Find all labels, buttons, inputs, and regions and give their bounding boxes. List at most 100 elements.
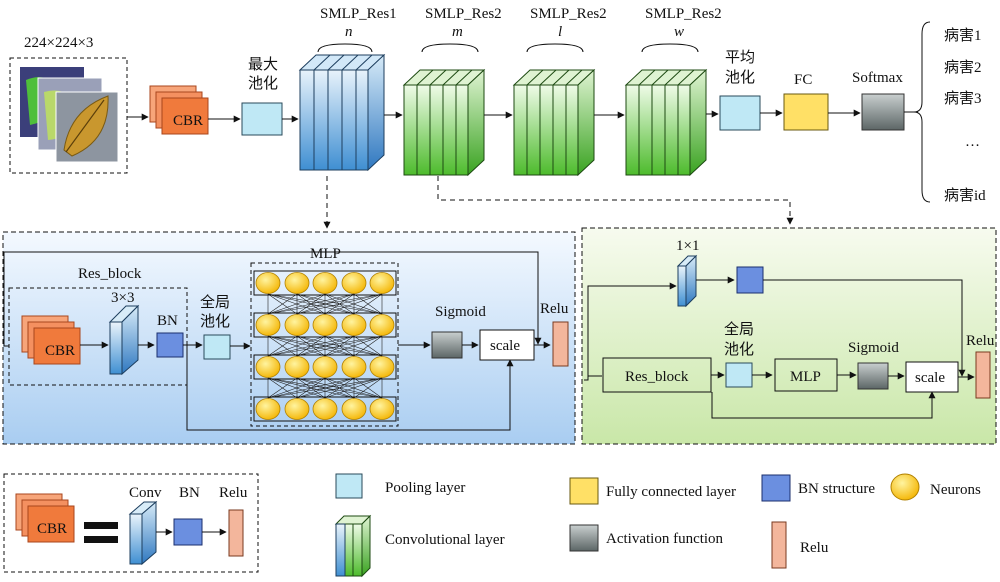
- left-sigmoid-box: [431, 331, 463, 359]
- left-sigmoid-label: Sigmoid: [435, 304, 486, 320]
- connector-stage2-detail: [437, 176, 794, 225]
- left-relu-box: [552, 321, 569, 367]
- legend-relu-item-label: Relu: [800, 540, 829, 556]
- legend-pooling-label: Pooling layer: [385, 480, 465, 496]
- left-cbr-label: CBR: [45, 343, 75, 359]
- legend-fc-swatch: [569, 477, 599, 505]
- stage2-block: [402, 68, 486, 177]
- legend-cbr-label: CBR: [37, 521, 67, 537]
- legend-bn-box: [173, 518, 203, 546]
- right-res-block-label: Res_block: [625, 369, 689, 385]
- output-class-id: 病害id: [944, 187, 986, 204]
- mlp-connection: [353, 293, 383, 315]
- mlp-neuron: [255, 356, 281, 378]
- legend-equals-icon: [84, 522, 118, 543]
- mlp-connection: [267, 293, 383, 315]
- left-conv-layer: [108, 304, 140, 376]
- stage3-name: SMLP_Res2: [530, 6, 607, 22]
- mlp-connection: [296, 335, 383, 357]
- maxpool-label-1: 最大: [248, 56, 278, 73]
- mlp-neuron: [341, 356, 367, 378]
- stage4-count: w: [674, 24, 684, 40]
- left-bn-label: BN: [157, 313, 178, 329]
- left-detail-panel: Res_block CBR 3×3 BN 全局 池化 MLP: [2, 231, 576, 445]
- stage2-name: SMLP_Res2: [425, 6, 502, 22]
- legend-cbr-frame: [3, 473, 259, 573]
- fc-box: [783, 93, 829, 131]
- mlp-connection: [353, 335, 383, 357]
- stage4-block: [624, 68, 708, 177]
- mlp-connection: [267, 335, 383, 357]
- mlp-connection: [324, 293, 383, 315]
- mlp-connection: [267, 335, 326, 357]
- mlp-neuron: [255, 398, 281, 420]
- right-shortcut-in: [584, 285, 676, 381]
- right-bn-box: [736, 266, 764, 294]
- right-gap-box: [725, 362, 753, 388]
- mlp-connection: [353, 377, 383, 399]
- cbr-label-top: CBR: [173, 113, 203, 129]
- mlp-neuron: [369, 314, 395, 336]
- mlp-connection: [267, 335, 298, 357]
- legend-convolutional-label: Convolutional layer: [385, 532, 505, 548]
- mlp-network: [253, 270, 397, 422]
- left-gap-label-1: 全局: [200, 293, 230, 311]
- mlp-connection: [267, 377, 355, 399]
- mlp-connection: [267, 293, 298, 315]
- mlp-connection: [296, 293, 383, 315]
- left-cbr-block: CBR: [21, 315, 81, 365]
- legend-fc-label: Fully connected layer: [606, 484, 736, 500]
- stage1-brace: [317, 43, 373, 53]
- avgpool-block: 平均 池化: [719, 49, 761, 131]
- left-scale-box: [479, 329, 535, 361]
- stage1-count: n: [345, 24, 353, 40]
- right-kernel-label: 1×1: [676, 238, 699, 254]
- avgpool-box: [719, 95, 761, 131]
- mlp-connection: [267, 293, 326, 315]
- left-scale-label: scale: [490, 338, 520, 354]
- stage1-name: SMLP_Res1: [320, 6, 397, 22]
- mlp-connection: [267, 335, 355, 357]
- legend-activation-swatch: [569, 524, 599, 552]
- right-relu-box: [975, 351, 991, 399]
- maxpool-block: 最大 池化: [241, 56, 283, 136]
- softmax-block: Softmax: [852, 70, 905, 131]
- right-detail-panel: 1×1 Res_block 全局 池化 MLP Sigmoid: [581, 227, 997, 445]
- right-shortcut-out: [763, 279, 963, 370]
- input-frame: [9, 57, 128, 174]
- mlp-connection: [296, 377, 383, 399]
- mlp-connection: [267, 377, 298, 399]
- mlp-connection: [324, 377, 383, 399]
- mlp-neuron: [341, 272, 367, 294]
- softmax-label: Softmax: [852, 70, 903, 86]
- mlp-layer: [253, 396, 397, 422]
- legend-bn-label: BN: [179, 485, 200, 501]
- avgpool-label-1: 平均: [725, 49, 755, 66]
- stage3-brace: [526, 43, 584, 53]
- output-brace: [913, 21, 931, 203]
- legend-relu-label: Relu: [219, 485, 248, 501]
- left-res-block-frame: [8, 287, 188, 386]
- input-size-label: 224×224×3: [24, 35, 93, 51]
- mlp-neuron: [369, 398, 395, 420]
- mlp-neuron: [312, 356, 338, 378]
- avgpool-label-2: 池化: [725, 69, 755, 86]
- legend-bn-structure-label: BN structure: [798, 481, 875, 497]
- legend-neurons-label: Neurons: [930, 482, 981, 498]
- left-mlp-label: MLP: [310, 246, 341, 262]
- right-sigmoid-box: [857, 362, 889, 390]
- fc-label: FC: [794, 72, 812, 88]
- fc-block: FC: [783, 72, 829, 131]
- stage1-block: [298, 53, 386, 172]
- mlp-neuron: [369, 272, 395, 294]
- left-kernel-label: 3×3: [111, 290, 134, 306]
- right-panel-frame: [581, 227, 997, 445]
- mlp-connection: [267, 293, 355, 315]
- legend-relu-swatch: [771, 521, 787, 569]
- softmax-box: [861, 93, 905, 131]
- mlp-neuron: [284, 356, 310, 378]
- mlp-connection: [324, 335, 383, 357]
- mlp-neuron: [284, 314, 310, 336]
- mlp-neuron: [284, 398, 310, 420]
